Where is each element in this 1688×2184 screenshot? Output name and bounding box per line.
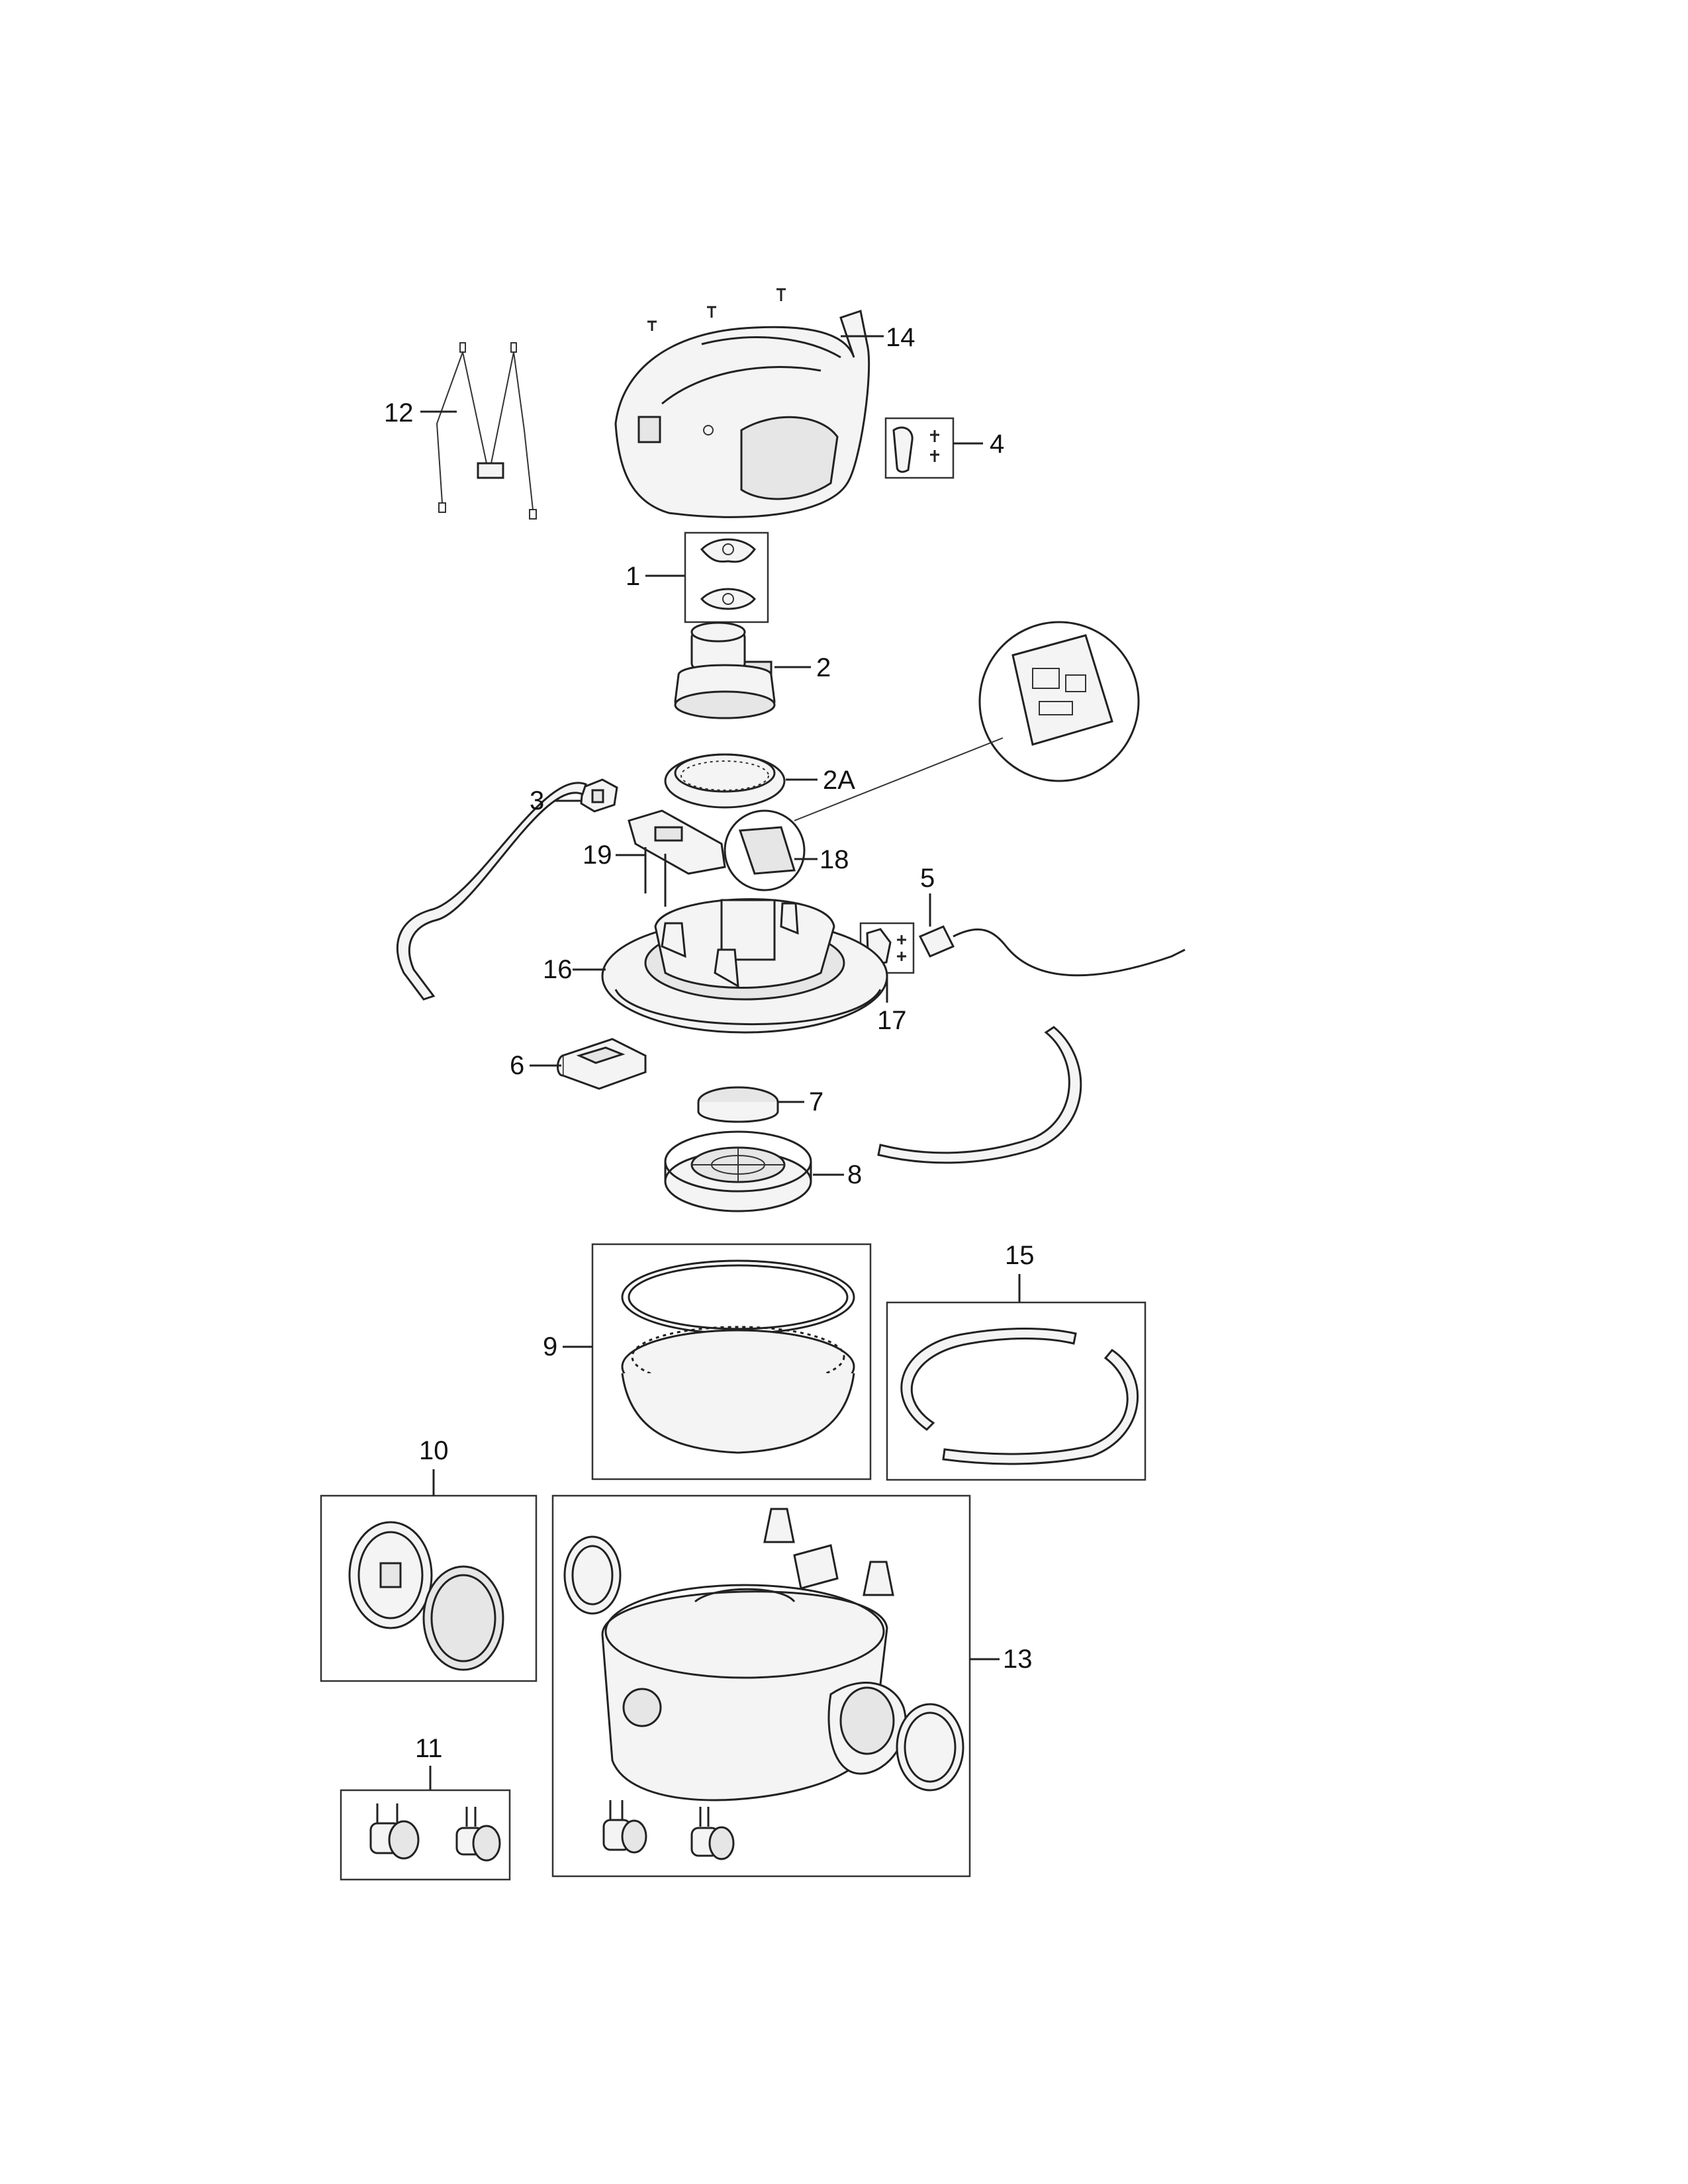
part-14-top-hood: [614, 288, 884, 518]
part-6-latch: [530, 1038, 647, 1090]
label-13: 13: [1003, 1645, 1033, 1674]
label-5: 5: [920, 864, 935, 893]
label-16: 16: [543, 955, 573, 984]
label-2a: 2A: [823, 766, 855, 795]
bumper-strip-right: [877, 1026, 1082, 1164]
label-12: 12: [384, 398, 414, 428]
part-10-rear-wheel: [320, 1469, 538, 1682]
part-11-casters: [340, 1766, 511, 1881]
part-3-switch: [553, 778, 618, 813]
label-7: 7: [809, 1087, 823, 1116]
part-8-filter-cage: [664, 1130, 844, 1212]
label-14: 14: [886, 323, 915, 352]
label-6: 6: [510, 1051, 524, 1080]
label-8: 8: [847, 1160, 862, 1189]
label-15: 15: [1005, 1241, 1035, 1270]
part-9-gasket-set: [563, 1243, 872, 1480]
part-16-motor-housing-base: [573, 898, 888, 1034]
label-18: 18: [820, 845, 849, 874]
label-19: 19: [583, 841, 612, 870]
label-4: 4: [990, 430, 1004, 459]
label-2: 2: [816, 653, 831, 682]
part-4-hose-fitting-kit: [884, 417, 983, 479]
label-1: 1: [626, 562, 640, 591]
part-19-switch-bracket: [616, 809, 726, 907]
part-5-power-cord: [918, 893, 1186, 977]
part-1-fan-blades: [645, 531, 769, 623]
part-2-motor: [674, 621, 811, 719]
label-3: 3: [530, 786, 544, 815]
label-11: 11: [415, 1734, 443, 1763]
label-17: 17: [877, 1006, 907, 1035]
label-9: 9: [543, 1332, 557, 1361]
part-18-circuit-board: [724, 621, 1140, 891]
part-7-filter-disc: [697, 1086, 804, 1123]
part-15-bumper-strips: [886, 1274, 1147, 1481]
part-12-wiring-harness: [420, 342, 537, 520]
label-10: 10: [419, 1436, 449, 1465]
part-13-container-body: [551, 1494, 1000, 1878]
part-2a-motor-gasket: [664, 753, 818, 809]
bumper-strip-left: [396, 782, 587, 1001]
